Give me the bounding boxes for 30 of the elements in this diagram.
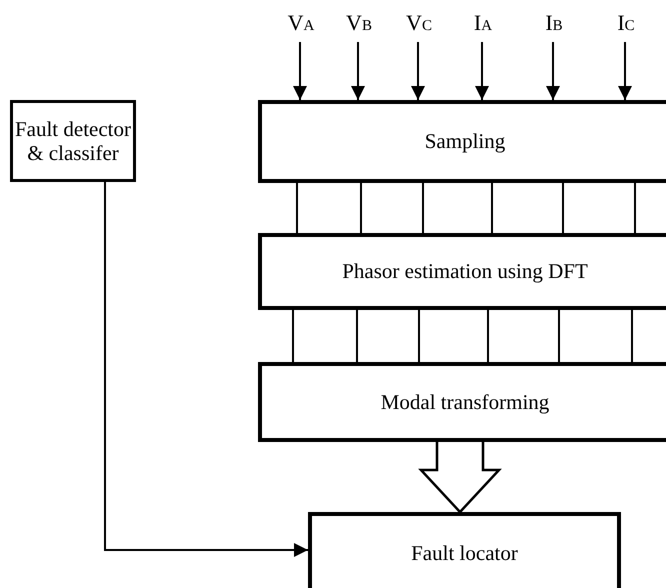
- arrow: [618, 42, 632, 100]
- block-arrow: [418, 440, 502, 514]
- connector-line: [356, 310, 358, 362]
- arrow: [293, 42, 307, 100]
- connector-line: [418, 310, 420, 362]
- arrow: [104, 182, 308, 557]
- process-box: [258, 233, 666, 310]
- arrow: [475, 42, 489, 100]
- arrow: [411, 42, 425, 100]
- connector-line: [360, 183, 362, 233]
- connector-line: [487, 310, 489, 362]
- process-box: [10, 100, 136, 182]
- process-box: [308, 512, 621, 588]
- process-box: [258, 100, 666, 183]
- connector-line: [422, 183, 424, 233]
- connector-line: [296, 183, 298, 233]
- connector-line: [631, 310, 633, 362]
- box-label: Phasor estimation using DFT: [342, 259, 588, 284]
- process-box: [258, 362, 666, 442]
- box-label: Sampling: [424, 129, 506, 154]
- arrow: [351, 42, 365, 100]
- connector-line: [491, 183, 493, 233]
- box-label: Modal transforming: [380, 390, 550, 414]
- arrow: [546, 42, 560, 100]
- box-label: Fault locator: [411, 540, 518, 566]
- box-label: Fault detector & classifer: [14, 116, 132, 166]
- connector-line: [292, 310, 294, 362]
- connector-line: [634, 183, 636, 233]
- connector-line: [562, 183, 564, 233]
- connector-line: [558, 310, 560, 362]
